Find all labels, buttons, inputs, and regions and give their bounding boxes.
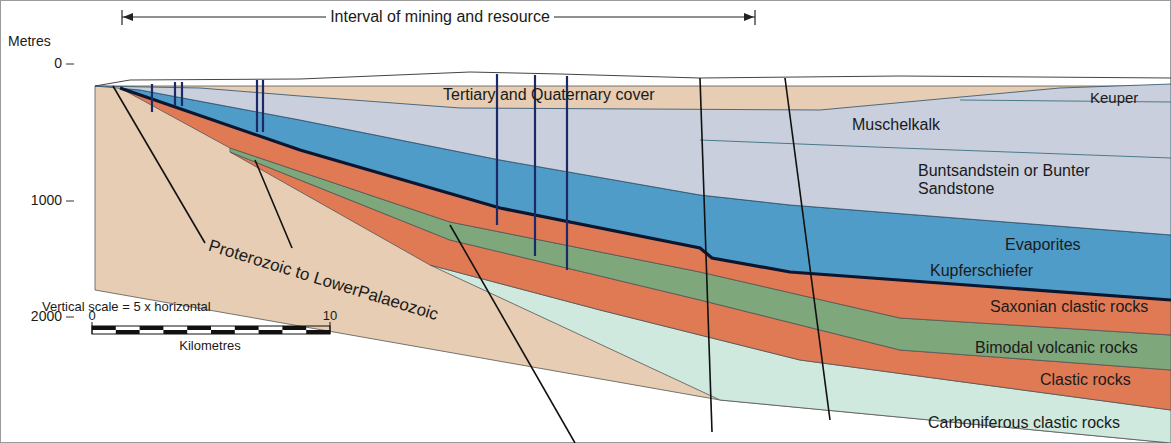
keuper-base: [960, 100, 1171, 102]
faults: [113, 78, 830, 443]
layer-label: Tertiary and Quaternary cover: [443, 86, 655, 104]
interval-label: Interval of mining and resource: [326, 8, 554, 26]
layer-label: Carboniferous clastic rocks: [928, 414, 1120, 432]
layer-label: Clastic rocks: [1040, 371, 1131, 389]
scale-value: 0: [88, 309, 95, 324]
layer-label: Buntsandstein or Bunter Sandstone: [918, 162, 1096, 199]
depth-value: 0: [54, 55, 62, 71]
bunter-top: [700, 140, 1171, 158]
scale-title: Kilometres: [179, 339, 240, 354]
depth-ticks: [66, 64, 74, 317]
scale-value: 10: [323, 309, 337, 324]
scale-bar: [92, 322, 330, 334]
layer-label: Kupferschiefer: [930, 262, 1033, 280]
layer-label: Keuper: [1090, 89, 1138, 106]
axis-title: Metres: [8, 33, 51, 49]
depth-value: 1000: [31, 192, 62, 208]
scale-note: Vertical scale = 5 x horizontal: [42, 300, 211, 315]
layer-label: Muschelkalk: [852, 116, 940, 134]
layer-label: Saxonian clastic rocks: [990, 298, 1148, 316]
layer-label: Bimodal volcanic rocks: [975, 339, 1138, 357]
layer-label: Evaporites: [1005, 236, 1081, 254]
